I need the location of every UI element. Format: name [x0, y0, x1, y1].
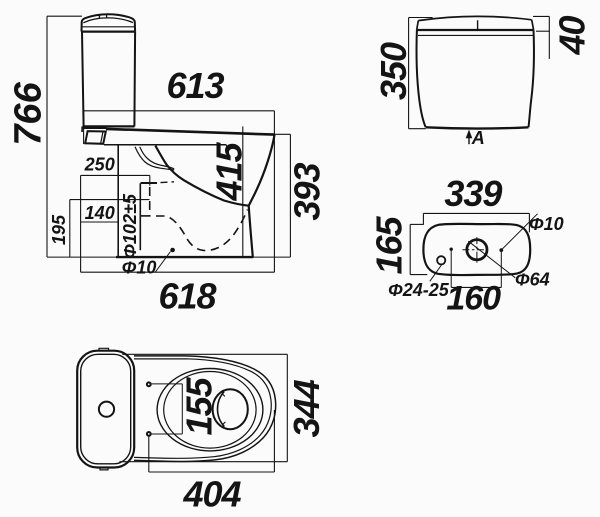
- svg-text:766: 766: [8, 81, 50, 145]
- svg-text:A: A: [471, 128, 485, 148]
- svg-text:Φ102±5: Φ102±5: [120, 193, 140, 259]
- svg-text:Φ24-25: Φ24-25: [388, 280, 450, 300]
- svg-text:250: 250: [84, 155, 115, 175]
- svg-text:160: 160: [446, 280, 501, 318]
- svg-text:339: 339: [444, 173, 502, 214]
- svg-text:415: 415: [209, 141, 250, 201]
- svg-text:404: 404: [182, 474, 241, 515]
- svg-text:344: 344: [286, 379, 327, 437]
- svg-text:613: 613: [166, 65, 224, 106]
- svg-text:155: 155: [179, 376, 220, 435]
- svg-text:140: 140: [85, 203, 115, 223]
- svg-text:Φ64: Φ64: [515, 269, 550, 289]
- svg-text:Φ10: Φ10: [529, 214, 564, 234]
- svg-text:40: 40: [551, 16, 592, 56]
- svg-text:618: 618: [158, 276, 216, 317]
- svg-text:195: 195: [49, 214, 69, 245]
- svg-text:393: 393: [287, 162, 328, 220]
- svg-text:Φ10: Φ10: [122, 257, 157, 277]
- svg-text:350: 350: [373, 42, 414, 100]
- svg-text:165: 165: [368, 215, 409, 274]
